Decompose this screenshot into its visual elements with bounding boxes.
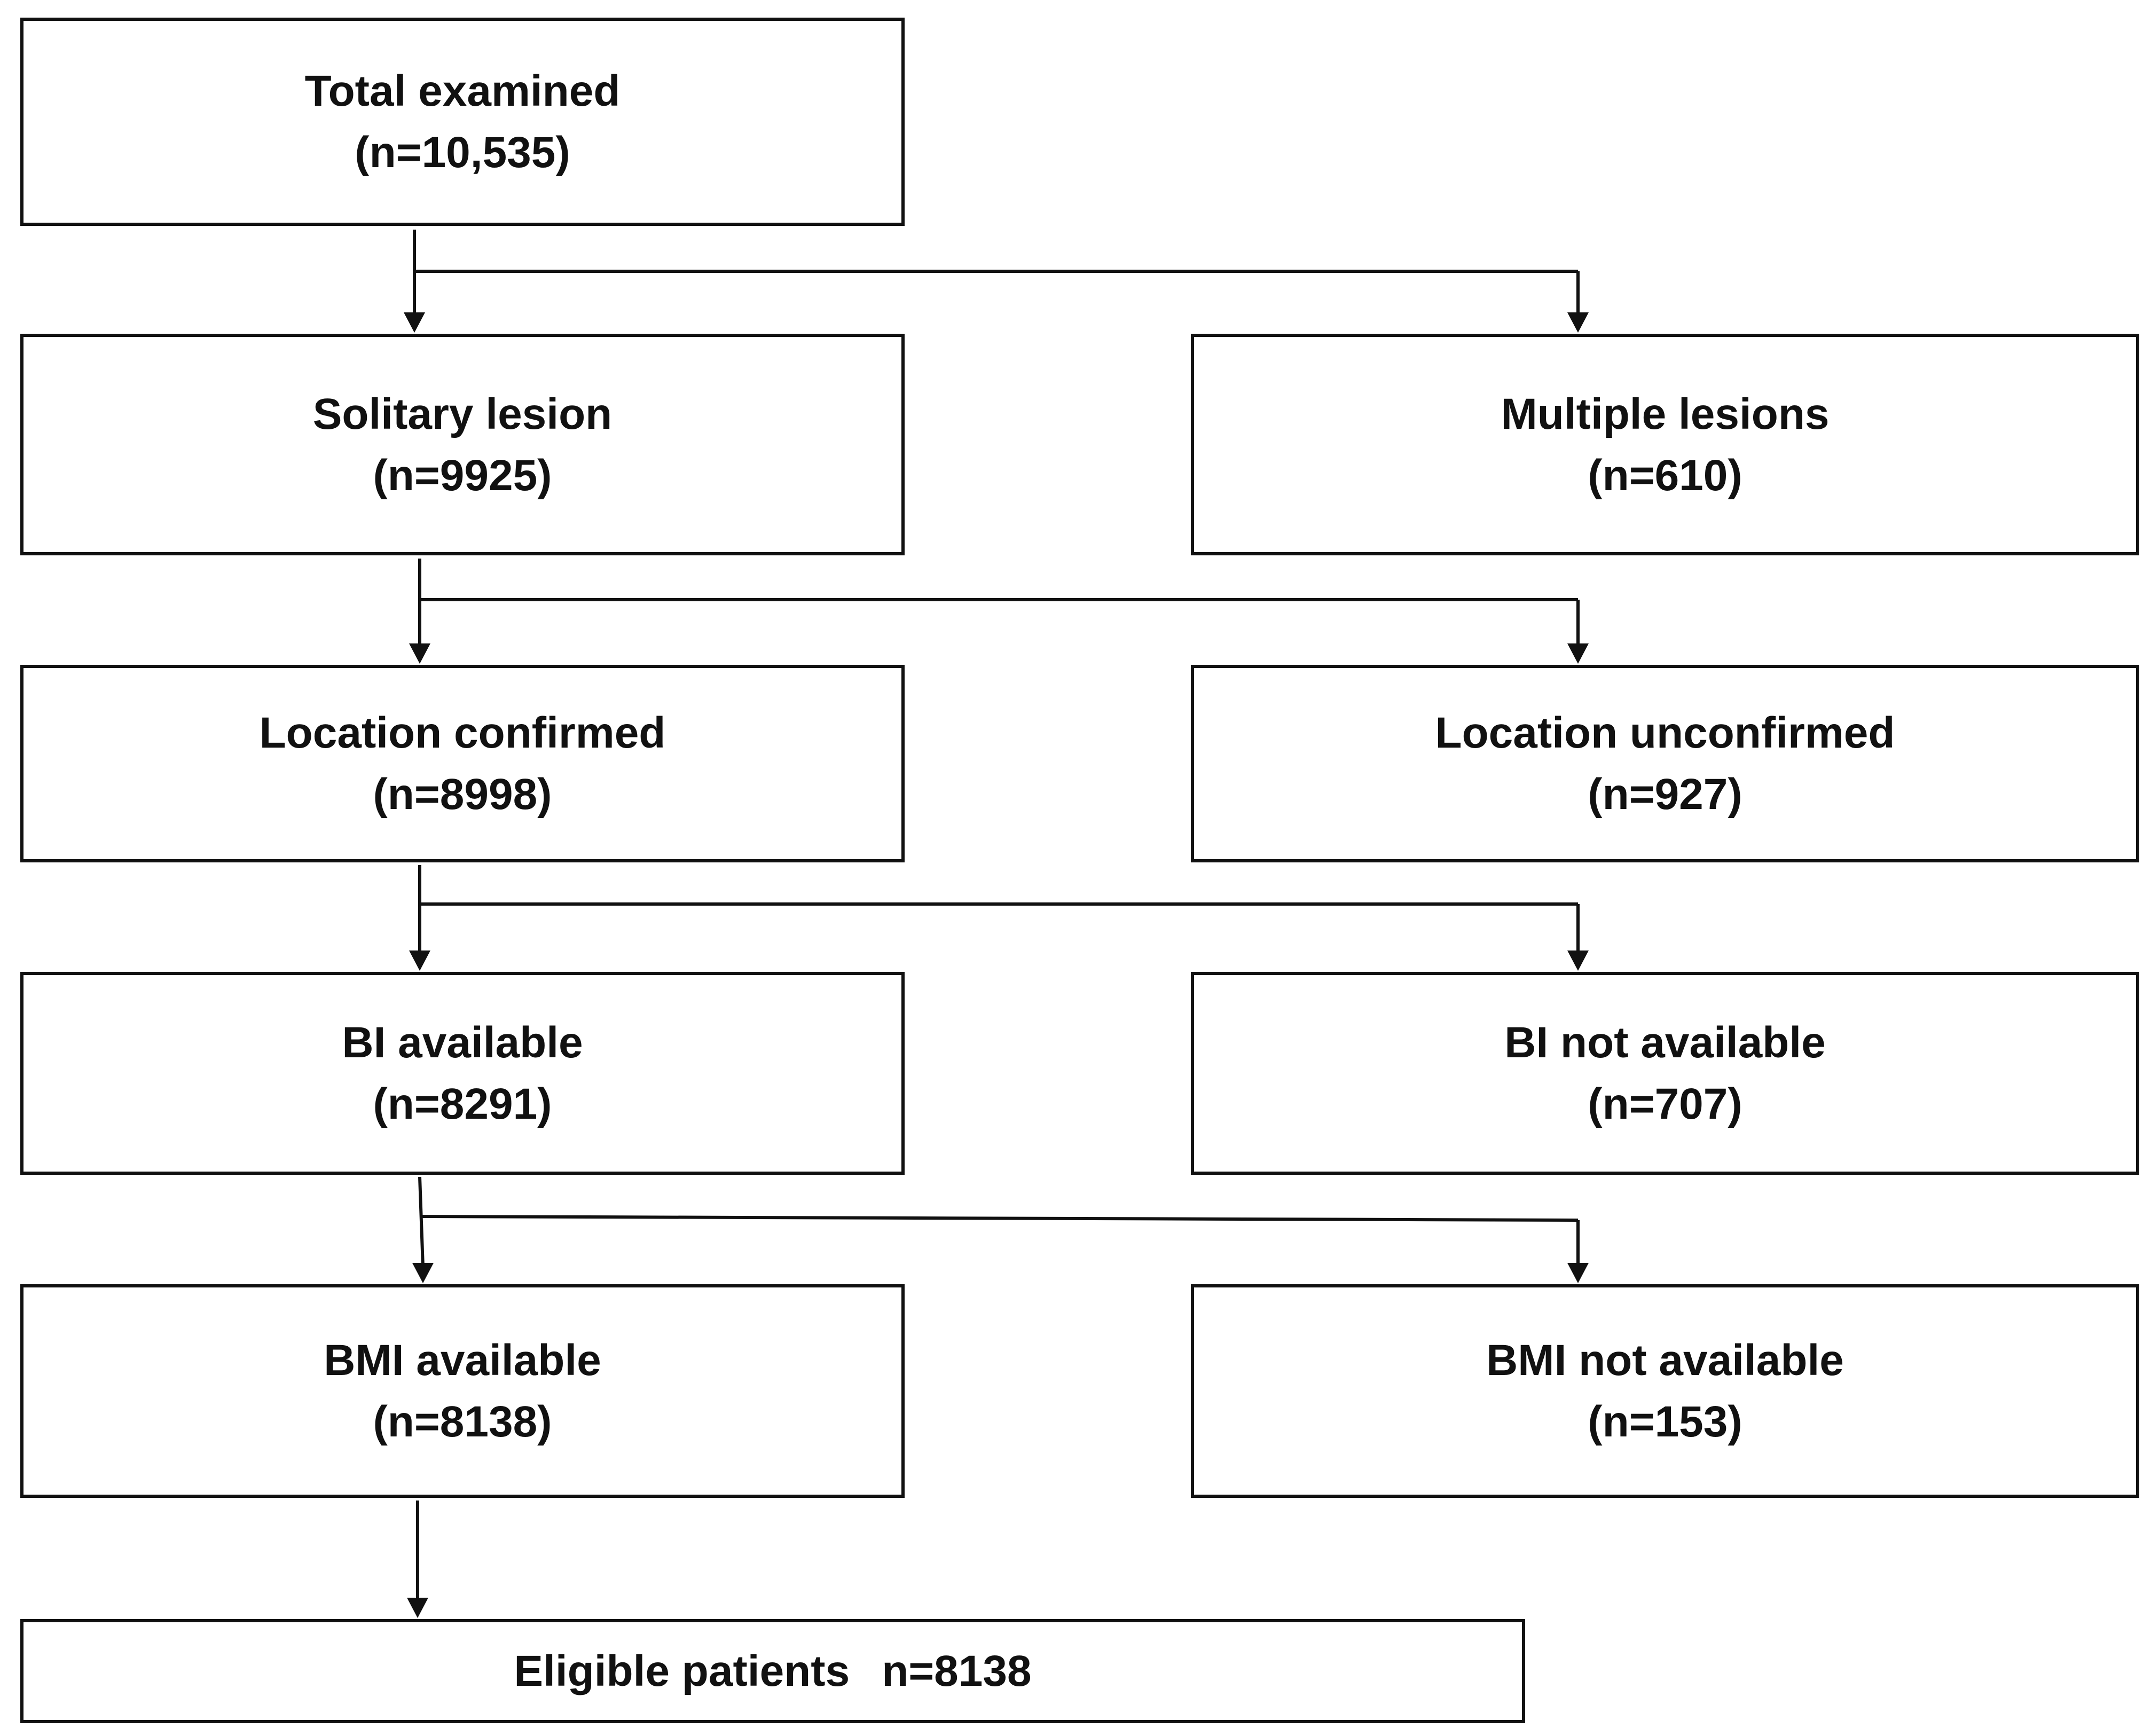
- box-count: (n=9925): [373, 451, 552, 500]
- arrowhead-bi-na: [1567, 951, 1589, 971]
- box-bmi-not-available: BMI not available (n=153): [1191, 1284, 2139, 1498]
- box-bi-not-available: BI not available (n=707): [1191, 972, 2139, 1175]
- arrowhead-bi-avail: [409, 951, 430, 971]
- box-bmi-available: BMI available (n=8138): [20, 1284, 905, 1498]
- box-location-unconfirmed: Location unconfirmed (n=927): [1191, 665, 2139, 862]
- arrowhead-multiple: [1567, 312, 1589, 333]
- box-total-examined: Total examined (n=10,535): [20, 18, 905, 226]
- connector-bi-to-bmi: [418, 1176, 425, 1267]
- box-solitary-lesion: Solitary lesion (n=9925): [20, 334, 905, 555]
- box-bi-available: BI available (n=8291): [20, 972, 905, 1175]
- box-location-confirmed: Location confirmed (n=8998): [20, 665, 905, 862]
- box-count: (n=8998): [373, 770, 552, 819]
- box-count: (n=8138): [373, 1397, 552, 1446]
- box-title: Multiple lesions: [1501, 389, 1830, 438]
- arrowhead-bmi-avail: [412, 1263, 434, 1283]
- box-title: BMI not available: [1486, 1336, 1844, 1385]
- box-count: (n=153): [1588, 1397, 1742, 1446]
- box-title: BMI available: [324, 1336, 601, 1385]
- box-title: Solitary lesion: [312, 389, 613, 438]
- arrowhead-loc-conf: [409, 643, 430, 664]
- box-title: Location unconfirmed: [1435, 709, 1895, 757]
- arrowhead-bmi-na: [1567, 1263, 1589, 1283]
- connector-branch-4: [419, 1215, 1579, 1222]
- box-count: (n=8291): [373, 1080, 552, 1128]
- box-count: (n=10,535): [355, 128, 570, 177]
- box-count: (n=707): [1588, 1080, 1742, 1128]
- box-count: (n=610): [1588, 451, 1742, 500]
- box-title: BI available: [342, 1018, 583, 1067]
- box-title: Location confirmed: [259, 709, 666, 757]
- box-title: Eligible patients: [514, 1647, 850, 1695]
- arrowhead-eligible: [407, 1598, 428, 1618]
- box-eligible-patients: Eligible patients n=8138: [20, 1619, 1525, 1723]
- box-count: n=8138: [882, 1647, 1032, 1695]
- box-count: (n=927): [1588, 770, 1742, 819]
- box-title: Total examined: [304, 67, 621, 115]
- arrowhead-solitary: [404, 312, 425, 333]
- box-multiple-lesions: Multiple lesions (n=610): [1191, 334, 2139, 555]
- box-title: BI not available: [1504, 1018, 1826, 1067]
- arrowhead-loc-unconf: [1567, 643, 1589, 664]
